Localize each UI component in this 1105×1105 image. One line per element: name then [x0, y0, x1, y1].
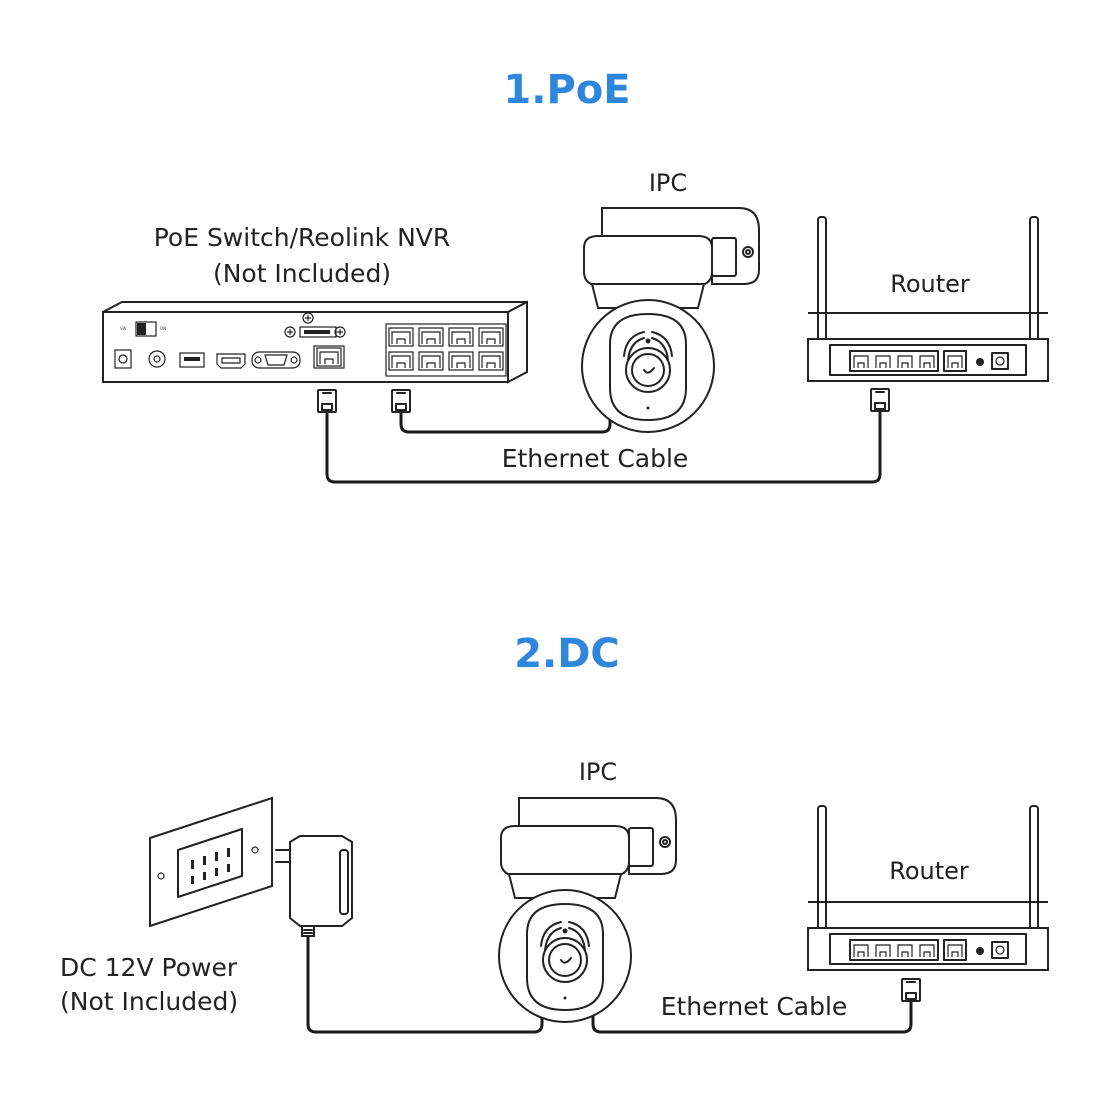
dc-power-cable — [306, 936, 544, 1034]
router-icon — [807, 216, 1049, 382]
nvr-icon: SW ON — [102, 300, 528, 384]
ethernet-cable-ipc-router — [591, 998, 913, 1034]
rj45-plug-icon — [391, 389, 411, 413]
ipc-label-dc: IPC — [579, 758, 617, 786]
ethernet-cable-label-poe: Ethernet Cable — [502, 444, 689, 473]
power-adapter-icon — [275, 835, 353, 937]
ethernet-cable-nvr-ipc — [399, 408, 612, 434]
power-label-line1: DC 12V Power — [60, 953, 238, 982]
rj45-plug-icon — [317, 389, 337, 413]
ethernet-cable-nvr-router — [325, 410, 882, 484]
ipc-label-poe: IPC — [649, 169, 687, 197]
svg-text:SW: SW — [120, 326, 127, 331]
nvr-label-line2: (Not Included) — [213, 259, 391, 288]
nvr-label-line1: PoE Switch/Reolink NVR — [154, 223, 451, 252]
ptz-camera-icon — [581, 207, 760, 433]
router-label-poe: Router — [890, 270, 970, 298]
rj45-plug-icon — [870, 388, 890, 412]
wall-outlet-icon — [149, 796, 273, 928]
router-icon — [807, 805, 1049, 971]
svg-text:ON: ON — [160, 326, 166, 331]
section-title-dc: 2.DC — [514, 631, 620, 677]
ptz-camera-icon — [498, 797, 677, 1023]
rj45-plug-icon — [901, 978, 921, 1002]
router-label-dc: Router — [889, 857, 969, 885]
ethernet-cable-label-dc: Ethernet Cable — [661, 992, 848, 1021]
section-title-poe: 1.PoE — [503, 67, 630, 113]
power-label-line2: (Not Included) — [60, 987, 238, 1016]
